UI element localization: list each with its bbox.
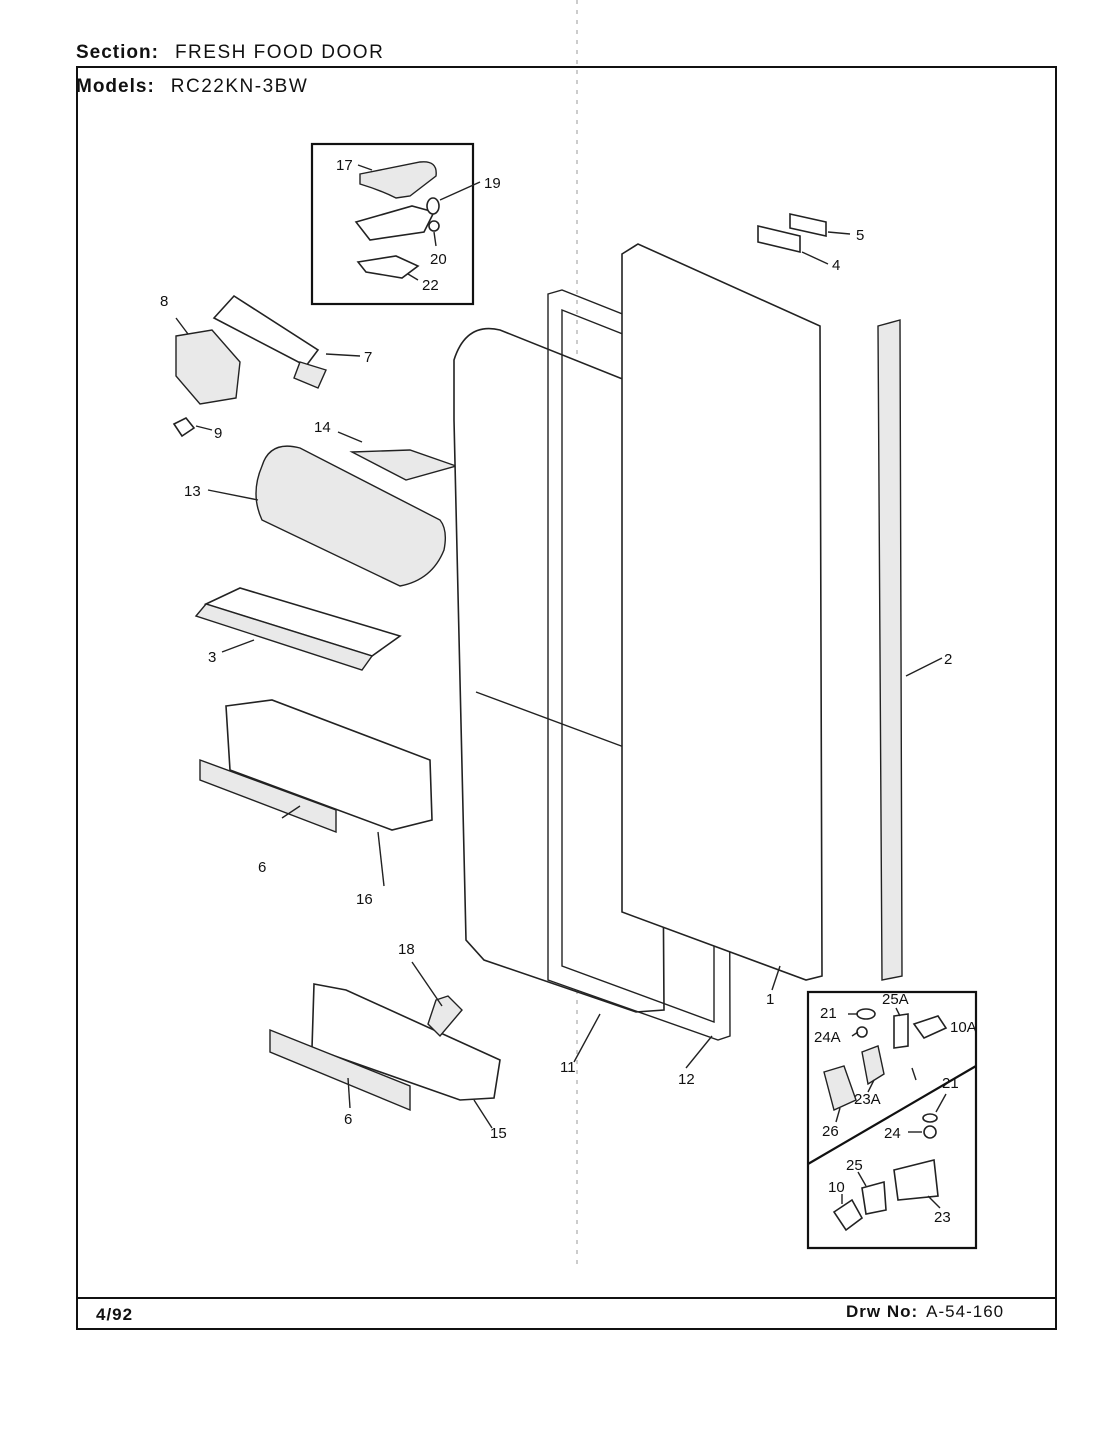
part-18-bracket: [427, 995, 463, 1038]
part-1-door-panel: [621, 243, 823, 981]
drawing-number: Drw No: A-54-160: [846, 1302, 1004, 1322]
callout-22: 22: [422, 277, 439, 294]
part-21-washer-upper: [856, 1008, 876, 1020]
part-9-screw: [172, 416, 196, 438]
callout-16: 16: [356, 891, 373, 908]
callout-23: 23: [934, 1209, 951, 1226]
part-25-shim: [861, 1180, 887, 1215]
drawing-date: 4/92: [96, 1305, 134, 1324]
part-6-trim-upper: [199, 758, 337, 834]
callout-20: 20: [430, 251, 447, 268]
part-22-shim: [356, 255, 420, 279]
part-24A-bushing: [856, 1026, 868, 1038]
part-14-trim: [349, 449, 459, 481]
part-17-hinge-cover: [359, 161, 437, 199]
callout-11: 11: [560, 1059, 576, 1076]
section-heading: Section: FRESH FOOD DOOR: [76, 42, 384, 64]
part-hinge-plate: [354, 205, 436, 241]
part-2-handle-strip: [877, 319, 903, 981]
part-4-badge: [757, 224, 801, 254]
callout-25: 25: [846, 1157, 863, 1174]
callout-15: 15: [490, 1125, 507, 1142]
part-11-door-liner: [453, 327, 665, 1013]
callout-14: 14: [314, 419, 331, 436]
part-11-shelf-divider: [475, 691, 633, 751]
part-20-washer: [428, 220, 440, 232]
callout-17: 17: [336, 157, 353, 174]
part-26-cam: [823, 1065, 857, 1111]
part-3-egg-tray-side: [194, 603, 374, 671]
callout-3: 3: [208, 649, 216, 666]
callout-10A: 10A: [950, 1019, 977, 1036]
part-10-bracket: [832, 1198, 864, 1232]
callout-9: 9: [214, 425, 222, 442]
hinge-inset-top: [310, 142, 475, 306]
drawing-number-label: Drw No:: [846, 1302, 919, 1321]
callout-6-upper: 6: [258, 859, 266, 876]
callout-25A: 25A: [882, 991, 909, 1008]
callout-23A: 23A: [854, 1091, 881, 1108]
callout-8: 8: [160, 293, 168, 310]
callout-24A: 24A: [814, 1029, 841, 1046]
callout-4: 4: [832, 257, 840, 274]
callout-24: 24: [884, 1125, 901, 1142]
callout-labels: 17 19 20 22 8 7 9 14 13 3 6 16 18 6 15 1…: [160, 157, 977, 1226]
hinge-inset-frame: [310, 142, 475, 306]
part-8-housing: [175, 329, 241, 405]
part-7-tab: [293, 361, 327, 389]
drawing-frame: [76, 66, 1057, 1330]
part-15-bottom-bin: [311, 983, 501, 1101]
callout-21-lower: 21: [942, 1075, 959, 1092]
callout-12: 12: [678, 1071, 695, 1088]
callout-5: 5: [856, 227, 864, 244]
callout-26: 26: [822, 1123, 839, 1140]
callout-19: 19: [484, 175, 501, 192]
part-10A-bracket: [912, 1015, 948, 1040]
part-23A-hinge: [861, 1045, 885, 1086]
hinge-inset-bottom: [806, 990, 978, 1250]
part-12-gasket-outer: [547, 289, 731, 1041]
part-5-badge: [789, 213, 827, 237]
section-label: Section:: [76, 42, 159, 63]
footer-divider: [78, 1297, 1055, 1299]
part-21-washer-lower: [922, 1113, 938, 1123]
part-16-door-bin: [225, 699, 433, 831]
part-6-trim-lower: [269, 1028, 411, 1112]
callout-10: 10: [828, 1179, 845, 1196]
callout-18: 18: [398, 941, 415, 958]
models-label: Models:: [76, 76, 155, 97]
part-25A-shim: [893, 1013, 909, 1049]
hinge-inset-bottom-frame: [806, 990, 978, 1250]
callout-7: 7: [364, 349, 372, 366]
models-value: RC22KN-3BW: [170, 76, 309, 97]
part-23-hinge: [893, 1159, 939, 1201]
hinge-inset-divider: [807, 1065, 977, 1165]
callout-13: 13: [184, 483, 201, 500]
callout-1: 1: [766, 991, 774, 1008]
models-heading: Models: RC22KN-3BW: [76, 76, 308, 98]
part-24-bushing: [923, 1125, 937, 1139]
leader-lines: [175, 164, 947, 1209]
callout-21-upper: 21: [820, 1005, 837, 1022]
callout-6-lower: 6: [344, 1111, 352, 1128]
drawing-number-value: A-54-160: [926, 1302, 1005, 1321]
callout-2: 2: [944, 651, 952, 668]
part-19-hinge-pin: [426, 197, 440, 215]
part-13-dairy-door: [255, 445, 447, 587]
part-7-hinge-cover: [212, 294, 320, 368]
section-value: FRESH FOOD DOOR: [174, 42, 385, 63]
